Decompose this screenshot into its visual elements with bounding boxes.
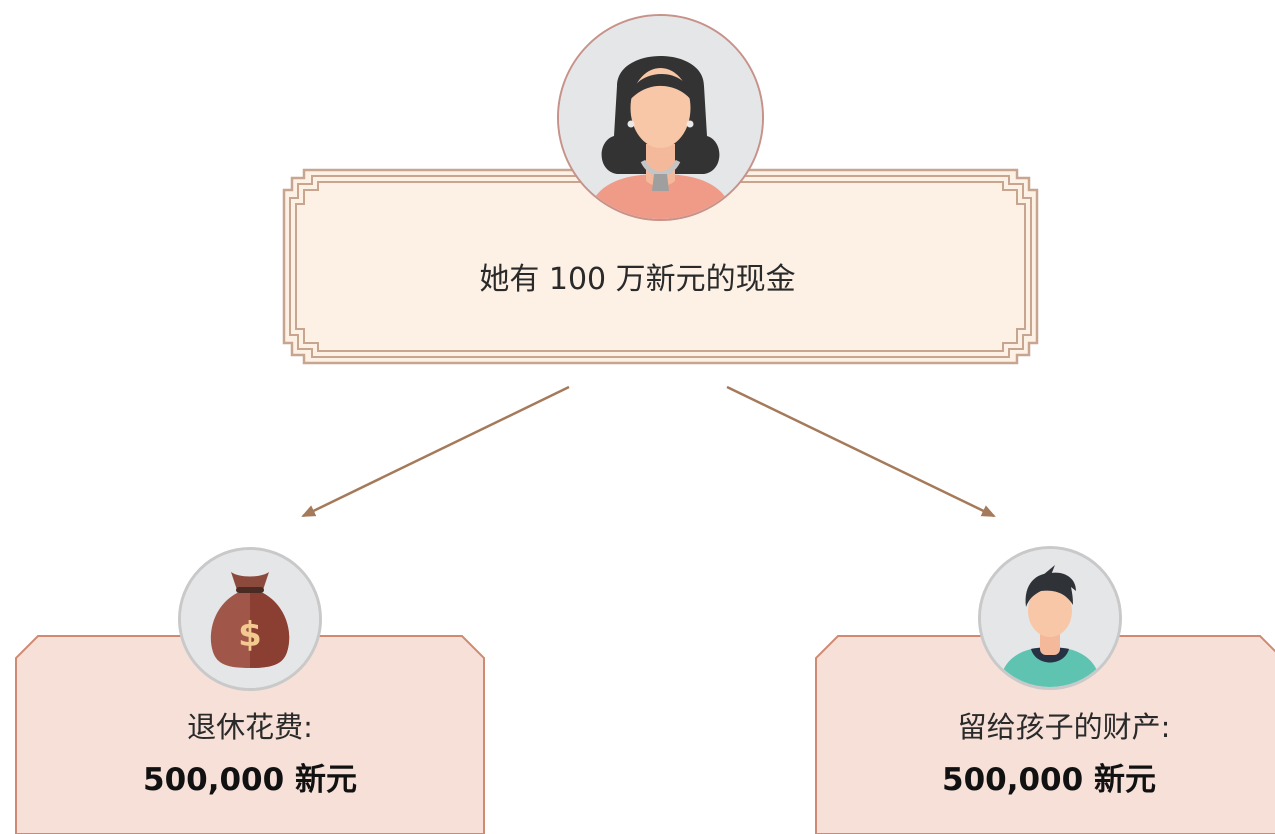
inheritance-label: 留给孩子的财产: (957, 710, 1171, 744)
retirement-box: 退休花费: 500,000 新元 (14, 634, 486, 834)
top-box (282, 168, 1039, 365)
arrow-left (301, 385, 570, 518)
svg-text:$: $ (238, 615, 262, 655)
inheritance-value: 500,000 新元 (942, 762, 1156, 798)
inheritance-box: 留给孩子的财产: 500,000 新元 (814, 634, 1275, 834)
top-box-frame (282, 168, 1039, 365)
boy-avatar-icon (978, 546, 1122, 690)
arrow-right (726, 385, 996, 518)
top-text: 她有 100 万新元的现金 (479, 262, 796, 297)
retirement-label: 退休花费: (187, 710, 313, 744)
woman-avatar-icon (557, 14, 764, 221)
retirement-value: 500,000 新元 (143, 762, 357, 798)
money-bag-icon: $ (178, 547, 322, 691)
